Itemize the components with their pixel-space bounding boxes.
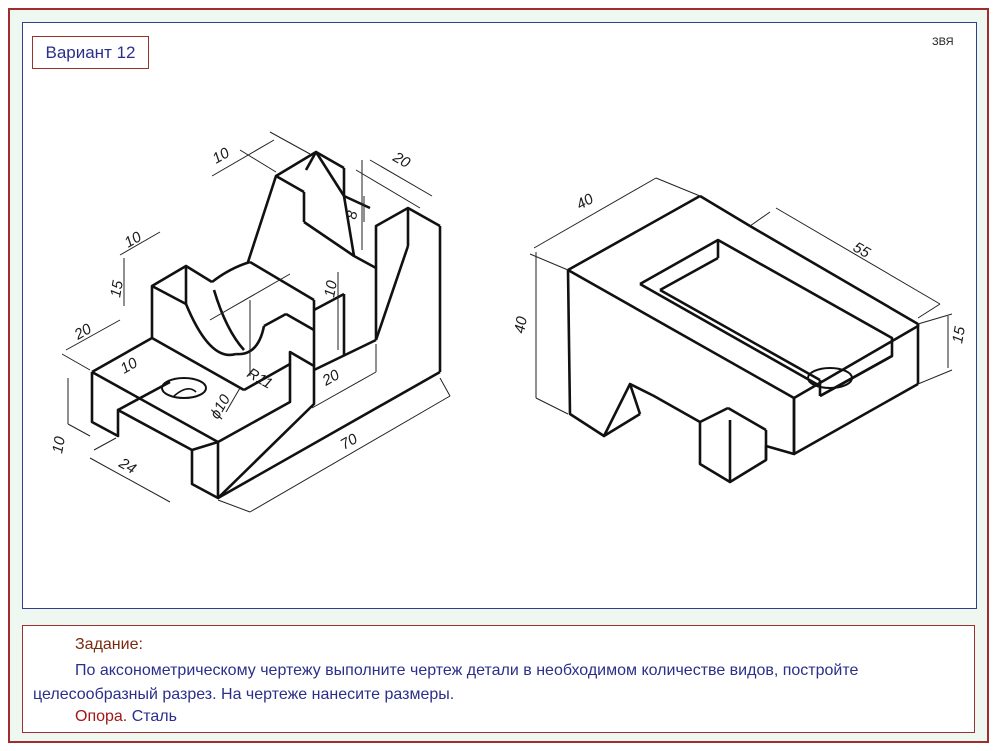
dim-label: 40 xyxy=(511,315,531,335)
dim-label: 10 xyxy=(118,354,142,377)
drawing-panel xyxy=(22,22,977,609)
dim-label: 15 xyxy=(949,325,969,345)
task-text: По аксонометрическому чертежу выполните … xyxy=(33,662,859,703)
dim-label: 15 xyxy=(107,279,127,299)
dim-label: 20 xyxy=(389,148,413,172)
dim-label: 55 xyxy=(850,239,874,262)
dim-label: 70 xyxy=(338,430,362,453)
dim-label: ϕ10 xyxy=(207,391,235,422)
task-panel: Задание: По аксонометрическому чертежу в… xyxy=(22,625,975,733)
dim-label: 40 xyxy=(574,190,598,213)
material-label: Опора. xyxy=(75,708,128,725)
dim-label: 8 xyxy=(343,209,361,221)
left-part-drawing xyxy=(90,150,442,500)
material-value: Сталь xyxy=(131,708,177,725)
dim-label: 10 xyxy=(122,228,146,251)
variant-label: Вариант 12 xyxy=(32,36,149,69)
dim-label: 24 xyxy=(115,454,139,478)
dim-label: 10 xyxy=(321,279,341,299)
right-part-drawing xyxy=(566,194,920,484)
author-mark: ЗВЯ xyxy=(932,36,954,48)
dim-label: 10 xyxy=(210,144,234,167)
task-heading: Задание: xyxy=(75,636,143,653)
left-part-dimension-lines xyxy=(61,131,451,513)
task-material: Опора. Сталь xyxy=(75,708,177,726)
dim-label: 20 xyxy=(71,320,95,344)
dim-label: 10 xyxy=(49,435,69,455)
dim-label: 20 xyxy=(319,366,343,390)
right-part-dimension-lines xyxy=(529,177,953,415)
